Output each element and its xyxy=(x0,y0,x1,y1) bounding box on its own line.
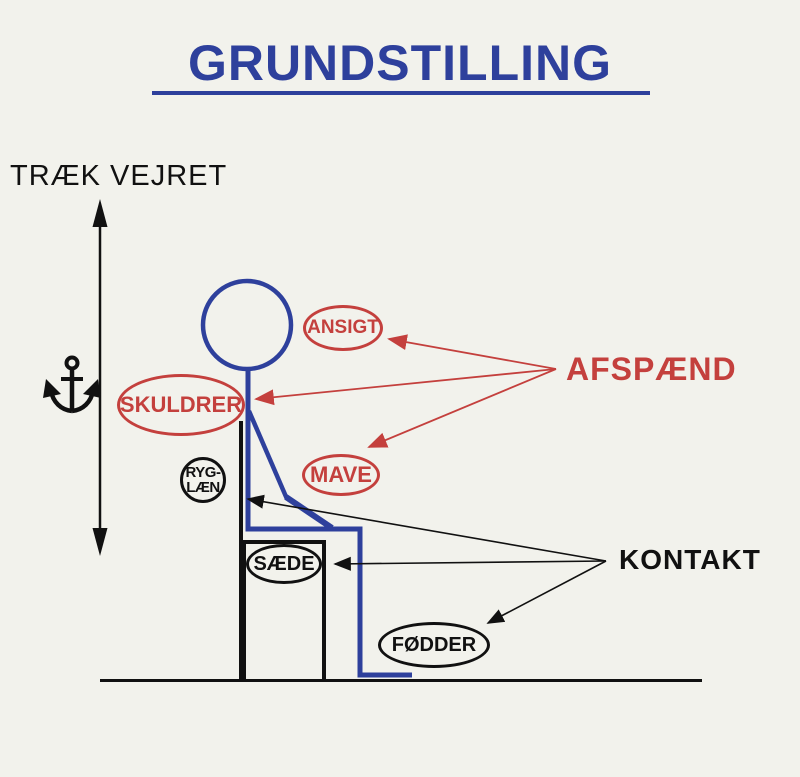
breathe-arrow xyxy=(92,199,108,556)
bubble-foedder: FØDDER xyxy=(378,622,490,668)
relax-arrows xyxy=(254,334,557,448)
figure-head xyxy=(200,278,294,372)
bubble-ansigt: ANSIGT xyxy=(303,305,383,351)
arrow-to-saede xyxy=(333,556,607,571)
bubble-saede: SÆDE xyxy=(246,544,322,584)
breathe-label: TRÆK VEJRET xyxy=(10,160,228,192)
bubble-skuldrer: SKULDRER xyxy=(117,374,245,436)
contact-label: KONTAKT xyxy=(619,544,761,575)
arrow-to-foedder xyxy=(486,560,607,624)
arrow-to-skuldrer xyxy=(254,368,557,406)
arrow-to-ansigt xyxy=(387,334,557,370)
title-underline xyxy=(152,91,650,95)
bubble-ryglaen: RYG- LÆN xyxy=(180,457,226,503)
page-title: GRUNDSTILLING xyxy=(187,35,613,91)
bubble-mave: MAVE xyxy=(302,454,380,496)
contact-arrows xyxy=(246,494,607,624)
chair xyxy=(239,421,326,680)
figure-forearm xyxy=(284,494,334,531)
stick-figure xyxy=(200,278,412,678)
relax-label: AFSPÆND xyxy=(566,351,737,387)
chair-seat-box xyxy=(242,540,326,680)
anchor-icon xyxy=(43,355,101,414)
figure-upper-arm xyxy=(246,410,290,500)
arrow-to-ryglaen xyxy=(246,494,607,562)
arrow-to-mave xyxy=(367,368,557,448)
figure-spine-leg xyxy=(245,369,412,678)
